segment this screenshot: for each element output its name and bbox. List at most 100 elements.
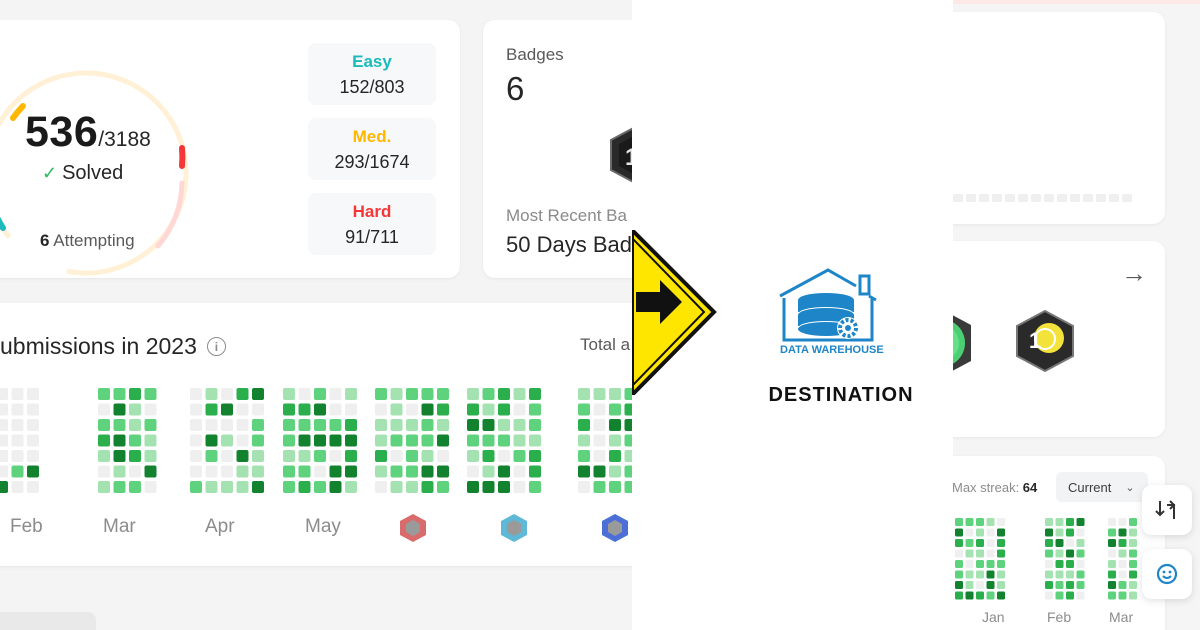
- heatmap-cell[interactable]: [609, 388, 621, 400]
- heatmap-cell[interactable]: [1076, 518, 1085, 526]
- heatmap-cell[interactable]: [375, 481, 387, 493]
- heatmap-cell[interactable]: [345, 481, 357, 493]
- heatmap-cell[interactable]: [1108, 528, 1116, 537]
- heatmap-cell[interactable]: [329, 450, 342, 462]
- heatmap-cell[interactable]: [1045, 570, 1053, 579]
- heatmap-cell[interactable]: [482, 434, 495, 447]
- heatmap-cell[interactable]: [593, 481, 606, 493]
- heatmap-cell[interactable]: [1055, 560, 1064, 568]
- heatmap-cell[interactable]: [997, 570, 1005, 579]
- heatmap-cell[interactable]: [997, 549, 1005, 558]
- heatmap-cell[interactable]: [236, 419, 249, 431]
- heatmap-cell[interactable]: [1045, 539, 1053, 547]
- difficulty-easy[interactable]: Easy 152/803: [308, 43, 436, 105]
- info-icon[interactable]: i: [206, 337, 226, 356]
- heatmap-cell[interactable]: [1118, 591, 1127, 600]
- heatmap-cell[interactable]: [437, 481, 449, 493]
- difficulty-hard[interactable]: Hard 91/711: [308, 193, 436, 255]
- heatmap-cell[interactable]: [190, 388, 202, 400]
- heatmap-cell[interactable]: [98, 450, 110, 462]
- heatmap-cell[interactable]: [513, 403, 526, 416]
- heatmap-cell[interactable]: [498, 465, 510, 478]
- heatmap-cell[interactable]: [190, 450, 202, 462]
- monthly-badge-icon[interactable]: [600, 513, 630, 543]
- heatmap-cell[interactable]: [329, 465, 342, 478]
- current-dropdown[interactable]: Current ⌄: [1056, 472, 1148, 502]
- heatmap-cell[interactable]: [976, 570, 984, 579]
- heatmap-cell[interactable]: [498, 450, 510, 462]
- heatmap-cell[interactable]: [421, 481, 434, 493]
- heatmap-cell[interactable]: [1066, 591, 1074, 600]
- heatmap-cell[interactable]: [437, 419, 449, 431]
- heatmap-cell[interactable]: [965, 518, 974, 526]
- heatmap-cell[interactable]: [1055, 539, 1064, 547]
- heatmap-cell[interactable]: [997, 528, 1005, 537]
- heatmap-cell[interactable]: [624, 388, 633, 400]
- heatmap-cell[interactable]: [593, 419, 606, 431]
- heatmap-cell[interactable]: [624, 403, 633, 416]
- heatmap-cell[interactable]: [467, 450, 479, 462]
- heatmap-cell[interactable]: [421, 403, 434, 416]
- heatmap-cell[interactable]: [221, 388, 233, 400]
- heatmap-cell[interactable]: [283, 434, 295, 447]
- heatmap-cell[interactable]: [976, 528, 984, 537]
- heatmap-cell[interactable]: [467, 403, 479, 416]
- heatmap-cell[interactable]: [965, 528, 974, 537]
- heatmap-cell[interactable]: [113, 450, 126, 462]
- heatmap-cell[interactable]: [205, 419, 218, 431]
- heatmap-cell[interactable]: [1066, 528, 1074, 537]
- heatmap-cell[interactable]: [1055, 549, 1064, 558]
- heatmap-cell[interactable]: [482, 403, 495, 416]
- heatmap-cell[interactable]: [965, 560, 974, 568]
- heatmap-cell[interactable]: [11, 465, 24, 478]
- heatmap-cell[interactable]: [976, 581, 984, 589]
- heatmap-cell[interactable]: [1118, 549, 1127, 558]
- heatmap-cell[interactable]: [11, 419, 24, 431]
- heatmap-cell[interactable]: [1108, 549, 1116, 558]
- heatmap-cell[interactable]: [252, 403, 264, 416]
- heatmap-cell[interactable]: [1055, 518, 1064, 526]
- heatmap-cell[interactable]: [11, 388, 24, 400]
- heatmap-cell[interactable]: [113, 481, 126, 493]
- heatmap-cell[interactable]: [236, 434, 249, 447]
- heatmap-cell[interactable]: [345, 403, 357, 416]
- heatmap-cell[interactable]: [482, 419, 495, 431]
- heatmap-cell[interactable]: [578, 419, 590, 431]
- heatmap-cell[interactable]: [329, 481, 342, 493]
- heatmap-cell[interactable]: [1108, 518, 1116, 526]
- heatmap-cell[interactable]: [421, 465, 434, 478]
- heatmap-cell[interactable]: [1076, 560, 1085, 568]
- heatmap-cell[interactable]: [129, 419, 141, 431]
- heatmap-cell[interactable]: [129, 465, 141, 478]
- heatmap-cell[interactable]: [345, 419, 357, 431]
- heatmap-cell[interactable]: [437, 465, 449, 478]
- heatmap-cell[interactable]: [98, 481, 110, 493]
- heatmap-cell[interactable]: [1045, 560, 1053, 568]
- heatmap-cell[interactable]: [98, 388, 110, 400]
- heatmap-cell[interactable]: [609, 419, 621, 431]
- heatmap-cell[interactable]: [129, 403, 141, 416]
- heatmap-cell[interactable]: [221, 419, 233, 431]
- heatmap-cell[interactable]: [593, 388, 606, 400]
- heatmap-cell[interactable]: [0, 403, 8, 416]
- heatmap-cell[interactable]: [437, 403, 449, 416]
- heatmap-cell[interactable]: [1118, 539, 1127, 547]
- heatmap-cell[interactable]: [406, 434, 418, 447]
- heatmap-cell[interactable]: [578, 465, 590, 478]
- heatmap-cell[interactable]: [27, 419, 39, 431]
- heatmap-cell[interactable]: [27, 465, 39, 478]
- heatmap-cell[interactable]: [578, 481, 590, 493]
- heatmap-cell[interactable]: [375, 419, 387, 431]
- heatmap-cell[interactable]: [955, 528, 963, 537]
- heatmap-cell[interactable]: [1118, 528, 1127, 537]
- heatmap-cell[interactable]: [205, 450, 218, 462]
- heatmap-cell[interactable]: [1118, 570, 1127, 579]
- heatmap-cell[interactable]: [252, 419, 264, 431]
- heatmap-cell[interactable]: [513, 465, 526, 478]
- heatmap-cell[interactable]: [406, 450, 418, 462]
- heatmap-cell[interactable]: [609, 450, 621, 462]
- heatmap-cell[interactable]: [1066, 570, 1074, 579]
- heatmap-cell[interactable]: [345, 465, 357, 478]
- heatmap-cell[interactable]: [1045, 581, 1053, 589]
- heatmap-cell[interactable]: [375, 450, 387, 462]
